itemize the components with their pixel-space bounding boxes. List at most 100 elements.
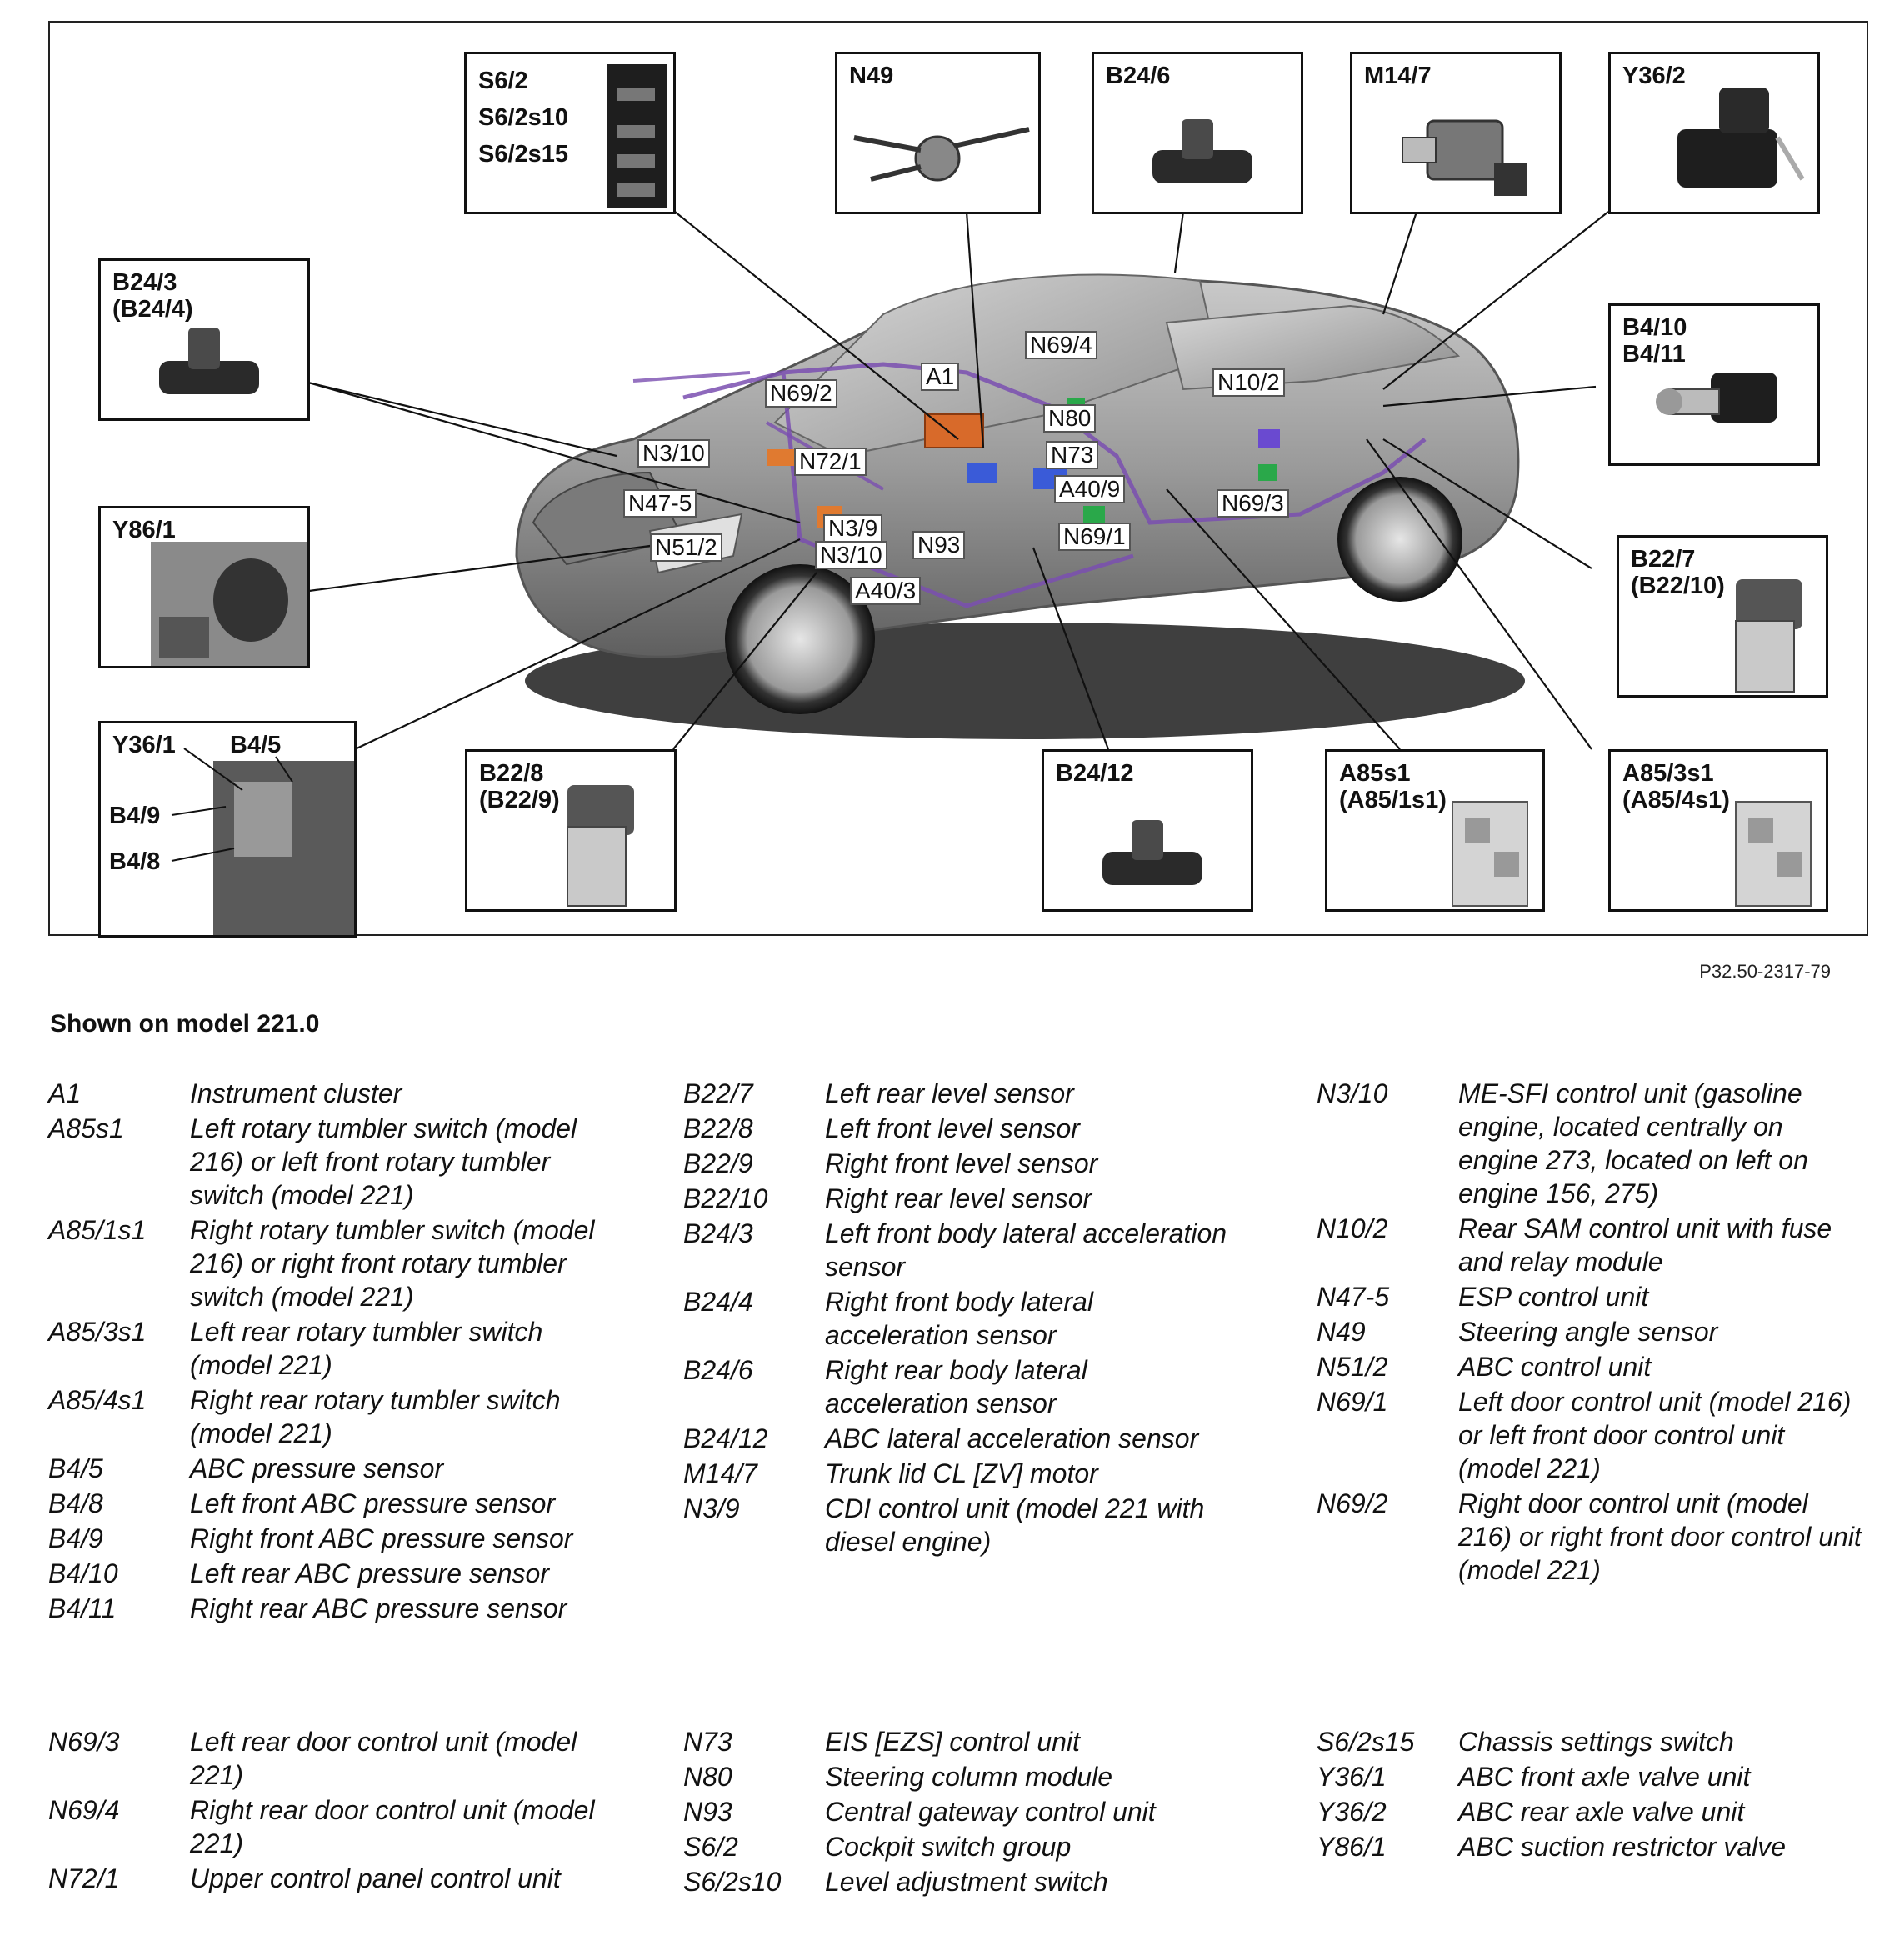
legend-code: A85/4s1 bbox=[48, 1385, 147, 1415]
legend-description: Steering angle sensor bbox=[1458, 1317, 1718, 1347]
legend-code: A1 bbox=[48, 1078, 82, 1108]
callout-a85s1: A85s1 (A85/1s1) bbox=[1325, 749, 1545, 912]
callout-n49: N49 bbox=[835, 52, 1041, 214]
legend-code: N80 bbox=[683, 1762, 732, 1792]
callout-b4-10: B4/10 B4/11 bbox=[1608, 303, 1820, 466]
legend-code: Y86/1 bbox=[1317, 1832, 1387, 1862]
legend-description: ABC lateral acceleration sensor bbox=[825, 1423, 1199, 1453]
legend-code: B22/9 bbox=[683, 1148, 753, 1178]
legend-item: B4/8 Left front ABC pressure sensor bbox=[48, 1487, 598, 1520]
callout-y36-1-title: Y36/1 bbox=[112, 732, 176, 758]
callout-b4-5-title: B4/5 bbox=[230, 732, 282, 758]
legend-description: Level adjustment switch bbox=[825, 1867, 1108, 1897]
callout-b24-12: B24/12 bbox=[1042, 749, 1253, 912]
legend-description: Left door control unit (model 216) or le… bbox=[1458, 1387, 1852, 1483]
legend-description: Right rear body lateral acceleration sen… bbox=[825, 1355, 1087, 1418]
legend-description: Left rear door control unit (model 221) bbox=[190, 1727, 577, 1790]
callout-b24-3-title: B24/3 (B24/4) bbox=[112, 269, 193, 323]
legend-description: Left rear rotary tumbler switch (model 2… bbox=[190, 1317, 543, 1380]
callout-m14-7: M14/7 bbox=[1350, 52, 1562, 214]
car-label-n3-10-low: N3/10 bbox=[815, 541, 887, 569]
callout-y86-1: Y86/1 bbox=[98, 506, 310, 668]
legend-code: A85/3s1 bbox=[48, 1317, 147, 1347]
callout-b24-3: B24/3 (B24/4) bbox=[98, 258, 310, 421]
level-sensor-icon bbox=[1735, 579, 1802, 693]
legend-description: Rear SAM control unit with fuse and rela… bbox=[1458, 1213, 1832, 1277]
legend-code: N73 bbox=[683, 1727, 732, 1757]
legend-code: N69/3 bbox=[48, 1727, 120, 1757]
callout-a85-3s1-title: A85/3s1 (A85/4s1) bbox=[1622, 760, 1730, 813]
legend-description: Trunk lid CL [ZV] motor bbox=[825, 1458, 1098, 1488]
legend-code: B4/9 bbox=[48, 1523, 103, 1553]
front-axle-valve-unit-icon bbox=[171, 748, 354, 935]
car-label-n51-2: N51/2 bbox=[650, 533, 722, 562]
legend-code: B24/6 bbox=[683, 1355, 753, 1385]
legend-code: B24/4 bbox=[683, 1287, 753, 1317]
legend-item: N49 Steering angle sensor bbox=[1317, 1315, 1867, 1348]
legend-description: Chassis settings switch bbox=[1458, 1727, 1734, 1757]
legend-code: B24/12 bbox=[683, 1423, 768, 1453]
callout-y36-2-title: Y36/2 bbox=[1622, 63, 1686, 89]
legend-description: Right door control unit (model 216) or r… bbox=[1458, 1488, 1862, 1585]
legend-description: Left rear ABC pressure sensor bbox=[190, 1558, 549, 1588]
legend-description: Right front level sensor bbox=[825, 1148, 1098, 1178]
steering-angle-sensor-icon bbox=[853, 127, 1030, 182]
legend-code: S6/2 bbox=[683, 1832, 738, 1862]
legend-code: Y36/2 bbox=[1317, 1797, 1387, 1827]
legend-description: Right rotary tumbler switch (model 216) … bbox=[190, 1215, 595, 1312]
legend-code: Y36/1 bbox=[1317, 1762, 1387, 1792]
legend-code: N49 bbox=[1317, 1317, 1366, 1347]
legend-description: Instrument cluster bbox=[190, 1078, 402, 1108]
legend-item: N69/3 Left rear door control unit (model … bbox=[48, 1725, 598, 1792]
suction-restrictor-valve-icon bbox=[151, 542, 307, 666]
acceleration-sensor-icon bbox=[1102, 820, 1202, 885]
legend-description: Upper control panel control unit bbox=[190, 1863, 561, 1893]
callout-a85s1-title: A85s1 (A85/1s1) bbox=[1339, 760, 1447, 813]
legend-code: B22/10 bbox=[683, 1183, 768, 1213]
car-label-n80: N80 bbox=[1043, 404, 1097, 433]
car-label-a1: A1 bbox=[921, 363, 960, 391]
legend-description: ABC pressure sensor bbox=[190, 1453, 444, 1483]
legend-description: ABC control unit bbox=[1458, 1352, 1652, 1382]
legend-item: B22/9 Right front level sensor bbox=[683, 1147, 1233, 1180]
legend-code: B4/8 bbox=[48, 1488, 103, 1518]
legend-description: Right rear ABC pressure sensor bbox=[190, 1593, 567, 1623]
callout-b22-8: B22/8 (B22/9) bbox=[465, 749, 677, 912]
callout-b4-10-title: B4/10 B4/11 bbox=[1622, 314, 1687, 368]
callout-b22-7: B22/7 (B22/10) bbox=[1617, 535, 1828, 698]
legend-description: Left rotary tumbler switch (model 216) o… bbox=[190, 1113, 577, 1210]
legend-description: ESP control unit bbox=[1458, 1282, 1649, 1312]
legend-description: Right rear door control unit (model 221) bbox=[190, 1795, 595, 1858]
trunk-lid-motor-icon bbox=[1402, 119, 1527, 196]
legend-description: Left front ABC pressure sensor bbox=[190, 1488, 556, 1518]
component-location-figure: S6/2 S6/2s10 S6/2s15 N49 B24/6 M14/7 bbox=[48, 21, 1868, 938]
callout-s6-2: S6/2 S6/2s10 S6/2s15 bbox=[464, 52, 676, 214]
legend-code: B22/7 bbox=[683, 1078, 753, 1108]
legend-description: ME-SFI control unit (gasoline engine, lo… bbox=[1458, 1078, 1808, 1208]
legend-code: B24/3 bbox=[683, 1218, 753, 1248]
legend-code: B4/5 bbox=[48, 1453, 103, 1483]
legend-item: A85/3s1 Left rear rotary tumbler switch (… bbox=[48, 1315, 598, 1382]
legend-description: Central gateway control unit bbox=[825, 1797, 1156, 1827]
legend-code: M14/7 bbox=[683, 1458, 757, 1488]
